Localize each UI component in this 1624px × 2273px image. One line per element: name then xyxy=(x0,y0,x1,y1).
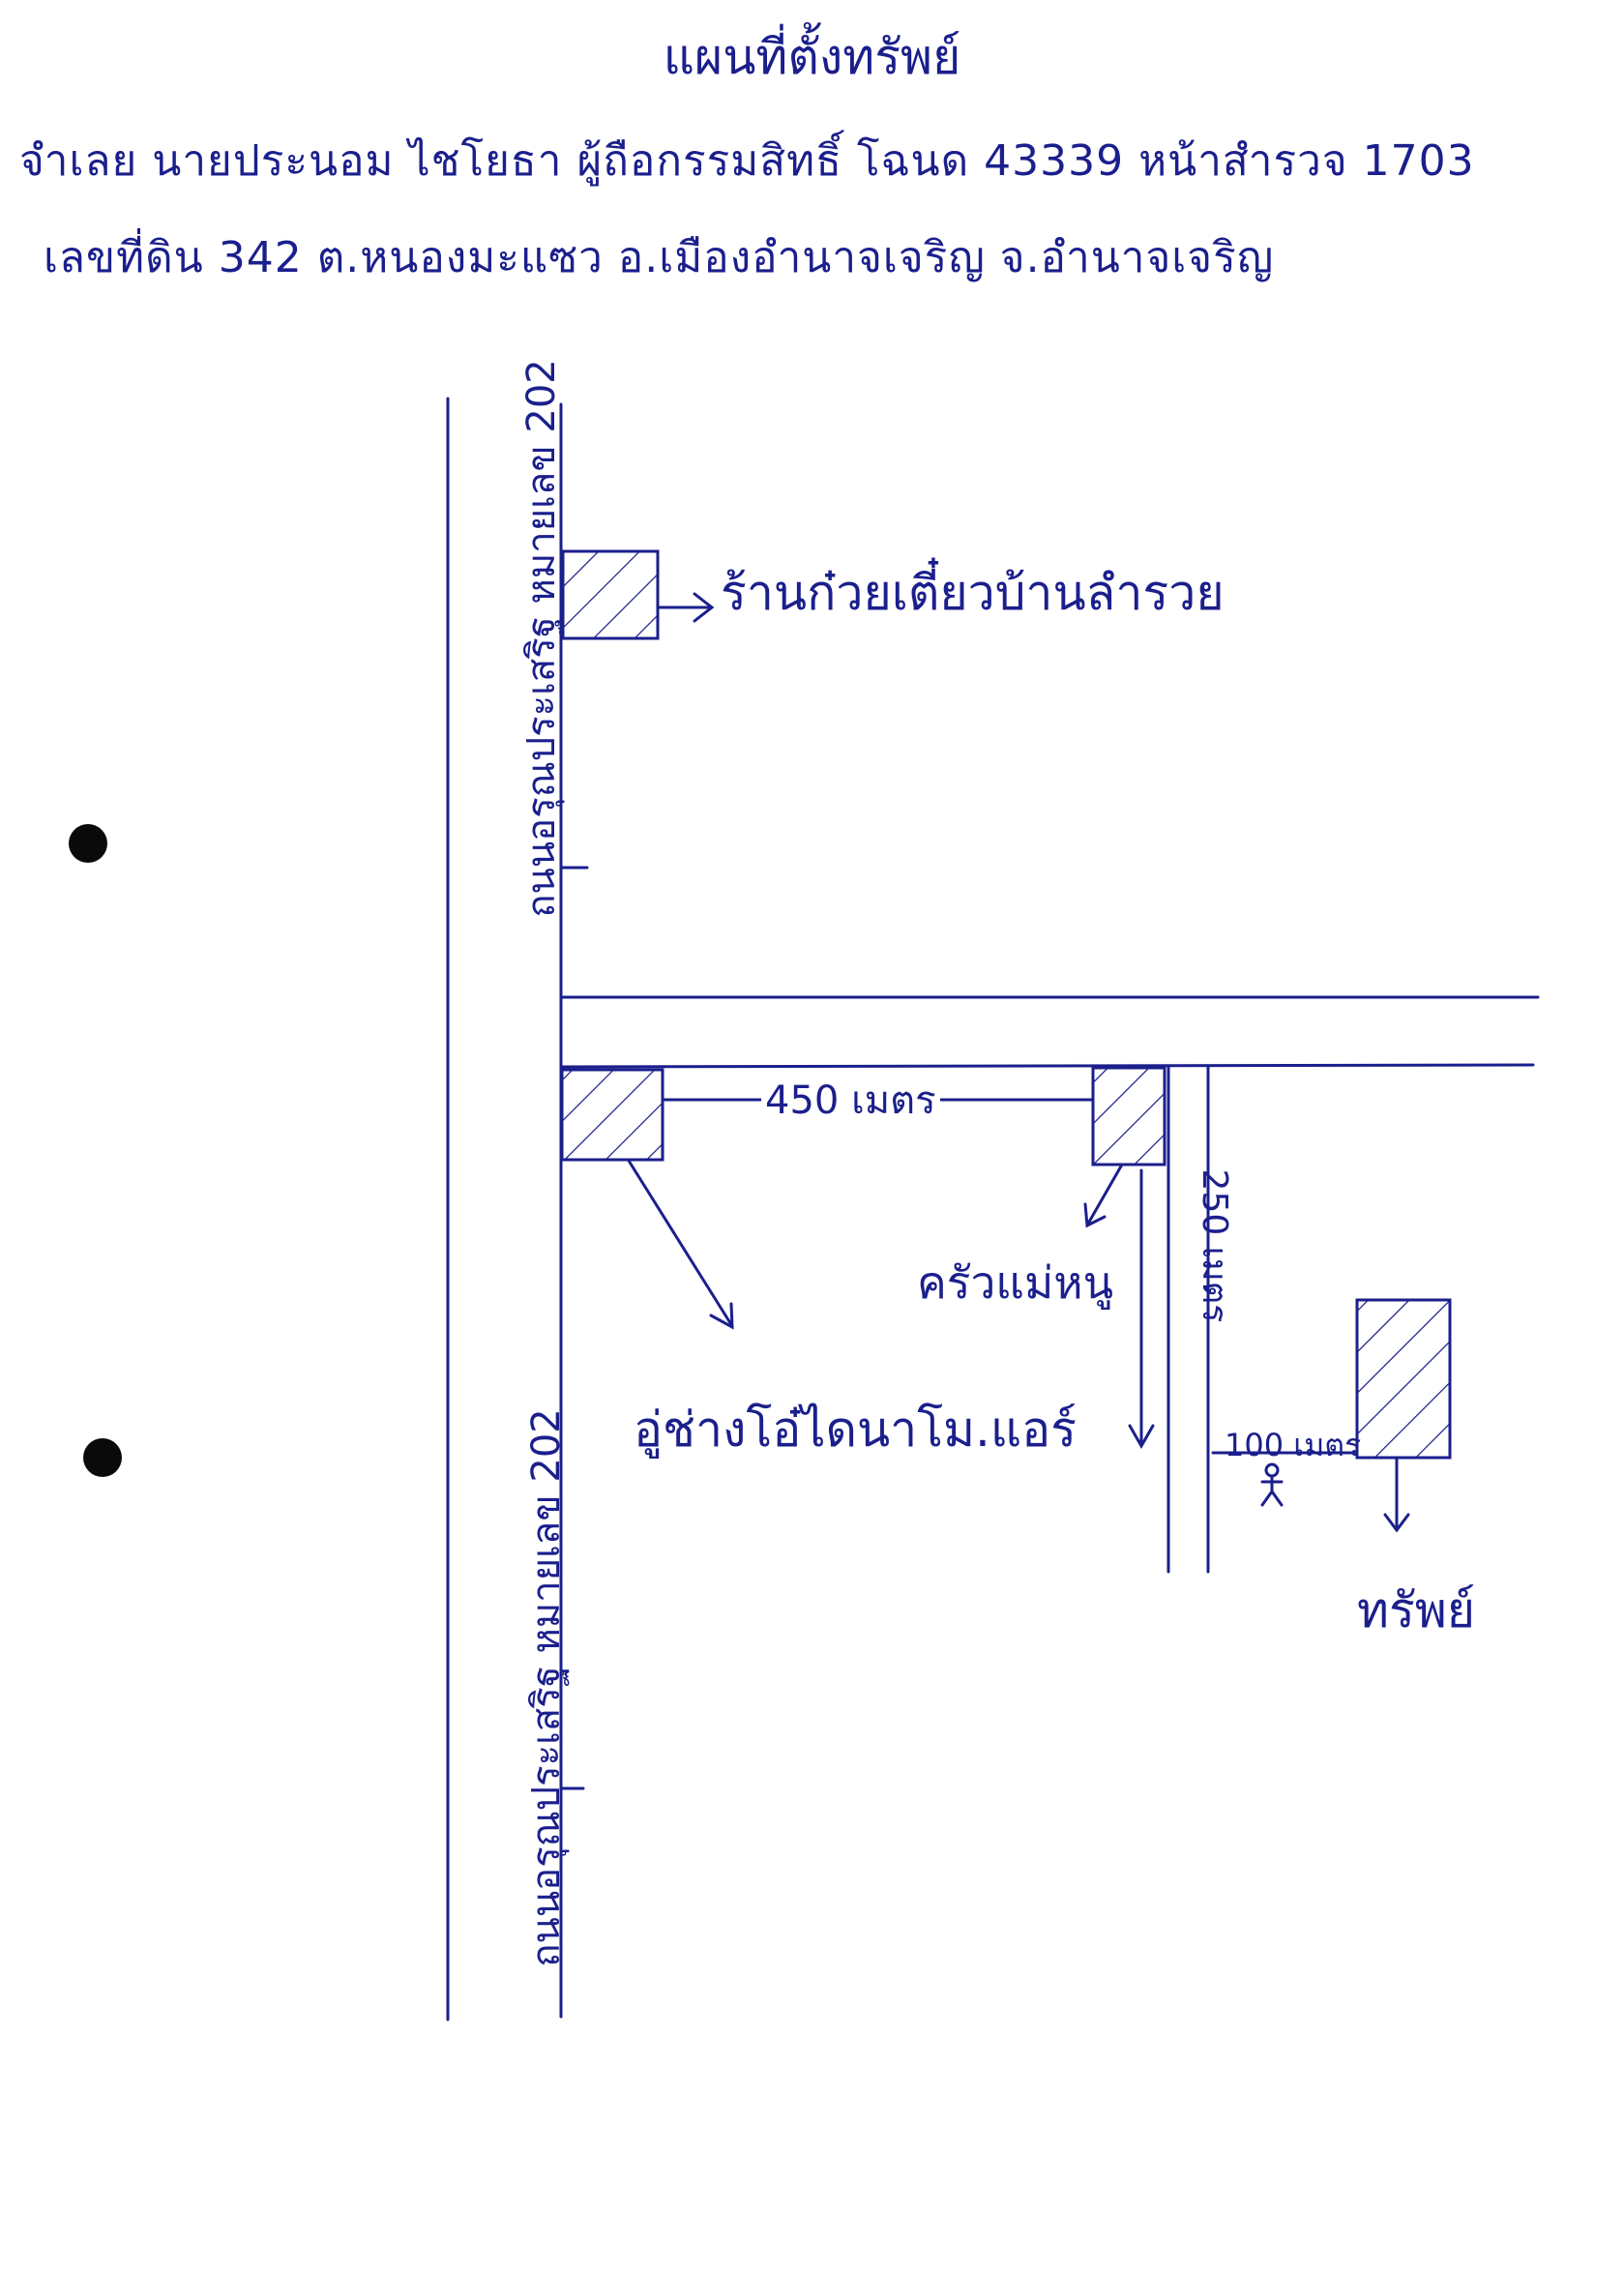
asset-label: ทรัพย์ xyxy=(1357,1582,1476,1638)
ac-shop-label: อู่ช่างโอ๋ไดนาโม.แอร์ xyxy=(634,1402,1078,1458)
noodle-shop-plot xyxy=(561,549,660,640)
land-location-line: เลขที่ดิน 342 ต.หนองมะแซว อ.เมืองอำนาจเจ… xyxy=(44,233,1275,282)
noodle-shop-label: ร้านก๋วยเตี๋ยวบ้านลำรวย xyxy=(721,565,1225,621)
punch-hole xyxy=(83,1438,122,1477)
person-figure-legs xyxy=(1260,1489,1284,1507)
asset-plot xyxy=(1355,1298,1452,1460)
distance-450-label: 450 เมตร xyxy=(761,1081,940,1120)
punch-hole xyxy=(69,824,107,863)
distance-100-label: 100 เมตร xyxy=(1225,1427,1362,1463)
cross-road-bottom-edge xyxy=(559,1063,1535,1069)
distance-250-label: 250 เมตร xyxy=(1195,1168,1234,1323)
kitchen-plot xyxy=(1091,1066,1166,1166)
main-road-label-bottom: ถนนอรุณประเสริฐ หมายเลข 202 xyxy=(524,1408,569,1967)
kitchen-arrow xyxy=(1086,1163,1124,1225)
ac-shop-plot xyxy=(560,1068,664,1162)
asset-arrow-head xyxy=(1383,1513,1410,1533)
ac-arrow xyxy=(627,1159,734,1328)
page-title: แผนที่ตั้งทรัพย์ xyxy=(663,29,961,85)
ac-arrow-head xyxy=(709,1302,734,1330)
main-road-label-top: ถนนอรุณประเสริฐ หมายเลข 202 xyxy=(519,359,564,918)
noodle-arrow-head xyxy=(693,592,715,623)
kitchen-arrow-head xyxy=(1083,1202,1107,1228)
owner-deed-line: จำเลย นายประนอม ไชโยธา ผู้ถือกรรมสิทธิ์ … xyxy=(19,136,1475,186)
person-figure-head xyxy=(1264,1462,1280,1478)
kitchen-label: ครัวแม่หนู xyxy=(917,1256,1114,1309)
side-road-arrow-head xyxy=(1128,1424,1155,1450)
